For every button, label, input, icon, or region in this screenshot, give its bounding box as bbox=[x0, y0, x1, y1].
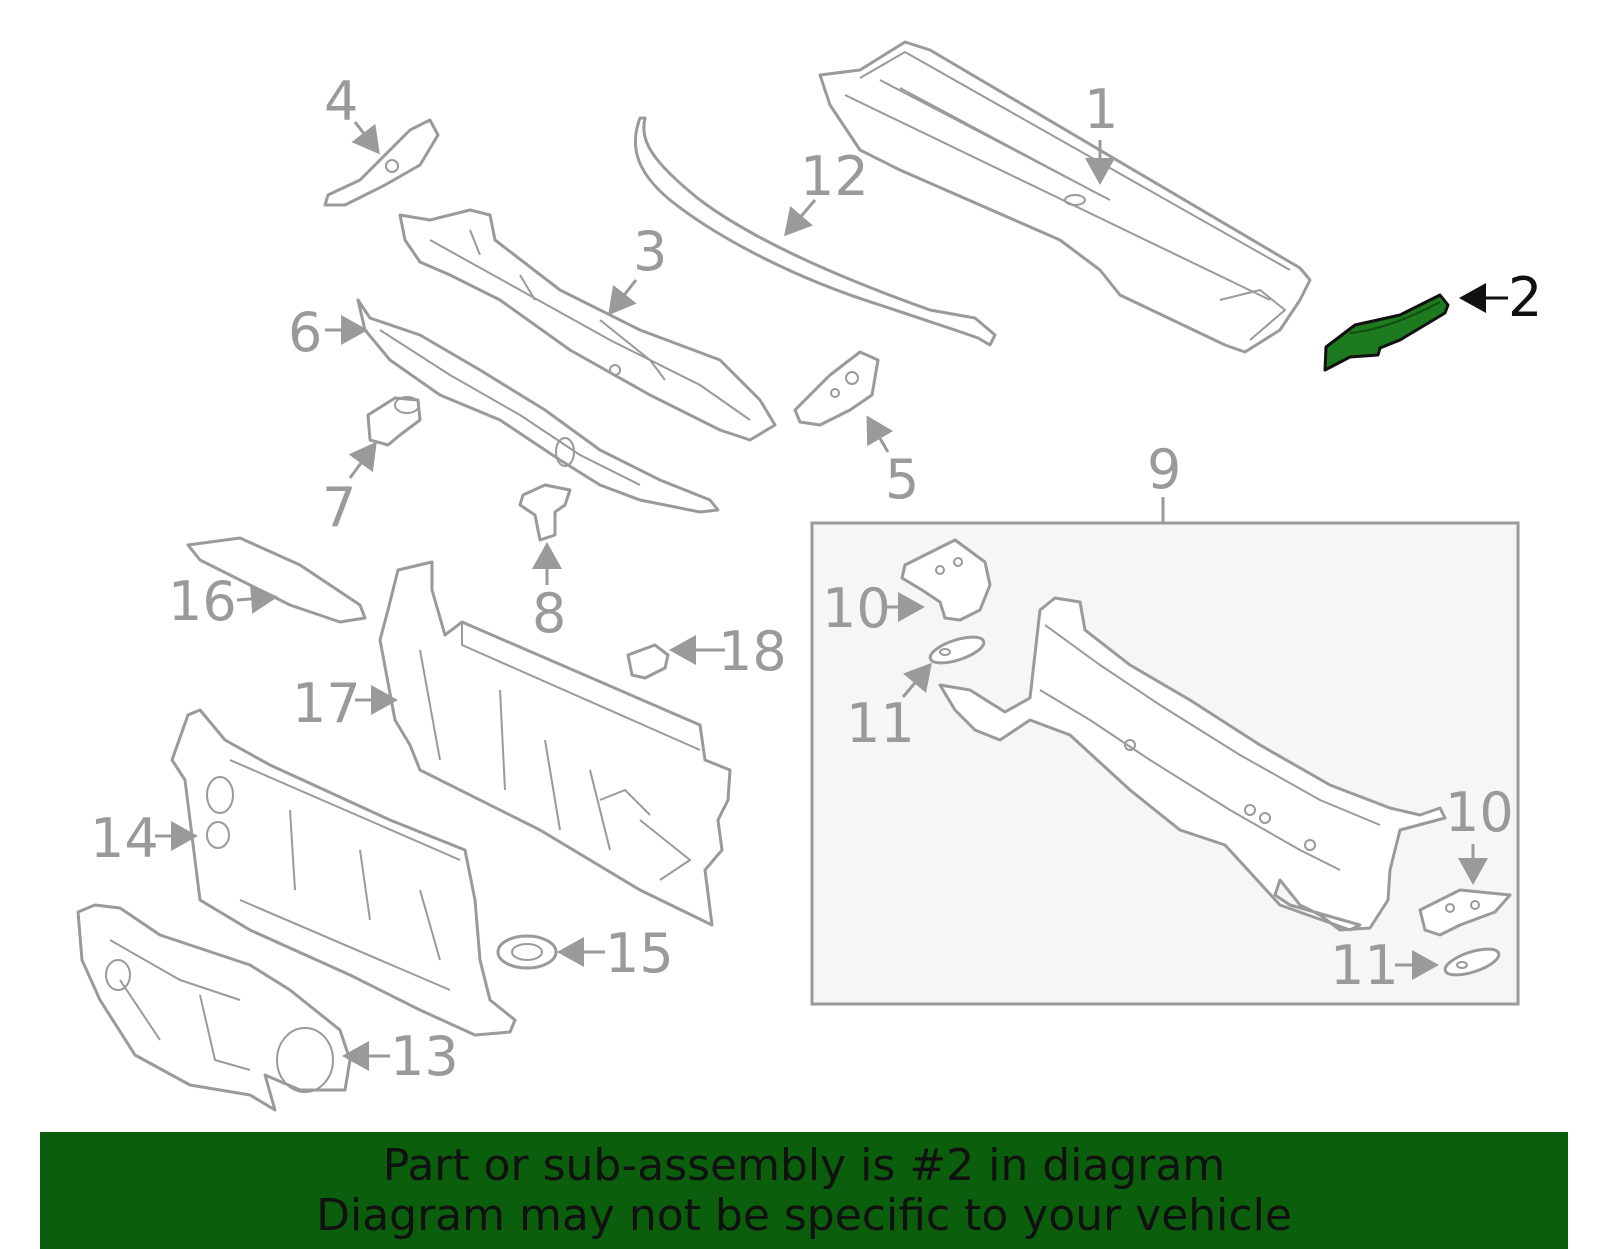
part-16-rail bbox=[186, 536, 367, 624]
part-12-weatherstrip bbox=[633, 116, 997, 347]
callout-18: 18 bbox=[718, 620, 787, 683]
callout-11-lower: 11 bbox=[1330, 934, 1399, 997]
callout-11-upper: 11 bbox=[846, 692, 915, 755]
callout-16: 16 bbox=[168, 570, 237, 633]
callout-14: 14 bbox=[90, 807, 159, 870]
callout-9: 9 bbox=[1147, 438, 1181, 501]
info-banner: Part or sub-assembly is #2 in diagram Di… bbox=[40, 1132, 1568, 1249]
callout-17: 17 bbox=[292, 672, 361, 735]
callout-4: 4 bbox=[324, 70, 358, 133]
callout-7: 7 bbox=[322, 476, 356, 539]
callout-15: 15 bbox=[605, 922, 674, 985]
part-17-dash-panel bbox=[378, 560, 732, 927]
banner-line-2: Diagram may not be specific to your vehi… bbox=[316, 1189, 1292, 1241]
callout-8: 8 bbox=[532, 582, 566, 645]
callout-10-lower: 10 bbox=[1445, 781, 1514, 844]
part-1-cowl-panel bbox=[818, 40, 1312, 354]
part-18-push-pin bbox=[626, 643, 670, 680]
part-6-lower-reinforcement bbox=[356, 298, 720, 514]
part-7-bumper bbox=[366, 396, 422, 447]
callout-2: 2 bbox=[1508, 266, 1542, 329]
part-15-grommet bbox=[496, 934, 558, 970]
callout-10-upper: 10 bbox=[822, 577, 891, 640]
callout-6: 6 bbox=[288, 301, 322, 364]
callout-1: 1 bbox=[1084, 78, 1118, 141]
leader-lines bbox=[155, 121, 1508, 1071]
part-4-bracket bbox=[323, 118, 440, 207]
banner-line-1: Part or sub-assembly is #2 in diagram bbox=[382, 1139, 1226, 1191]
part-3-cowl-reinforcement bbox=[398, 208, 777, 442]
callout-3: 3 bbox=[633, 220, 667, 283]
callout-5: 5 bbox=[885, 448, 919, 511]
callout-13: 13 bbox=[390, 1025, 459, 1088]
assembly-9-box bbox=[810, 497, 1520, 1006]
part-8-clip bbox=[518, 483, 572, 542]
part-13-silencer bbox=[76, 903, 352, 1112]
part-5-bracket bbox=[793, 350, 880, 427]
callout-12: 12 bbox=[800, 145, 869, 208]
part-14-insulator bbox=[170, 708, 517, 1037]
part-2-highlighted bbox=[1323, 293, 1450, 372]
